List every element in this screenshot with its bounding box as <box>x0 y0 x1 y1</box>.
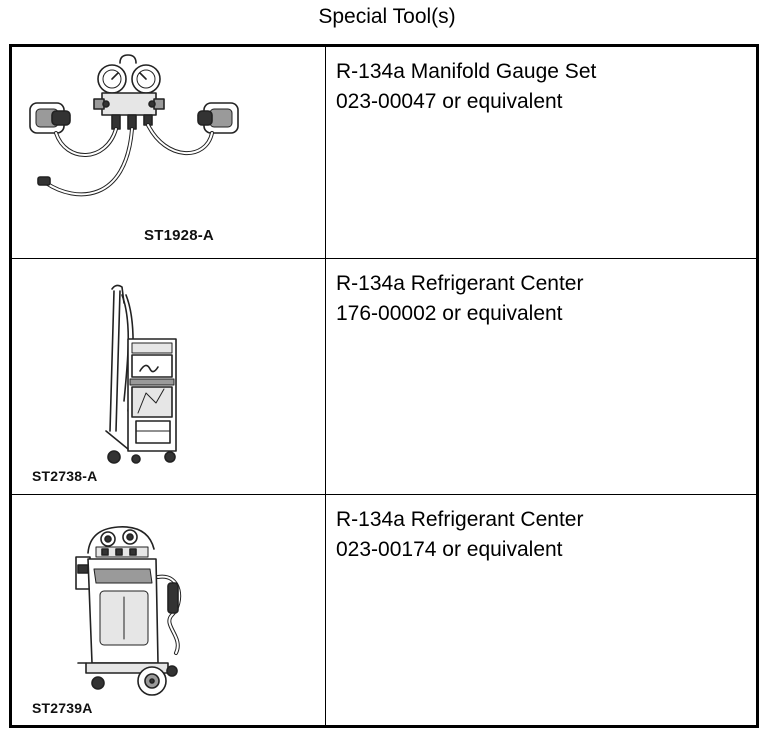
refrigerant-recovery-machine-icon <box>75 526 182 696</box>
refrigerant-center-cart-icon <box>105 284 177 464</box>
tool-part-number: 023-00047 or equivalent <box>336 90 563 113</box>
tool-description-cell: R-134a Refrigerant Center 023-00174 or e… <box>336 505 748 565</box>
tool-code-label: ST2738-A <box>32 468 98 484</box>
tool-part-number: 176-00002 or equivalent <box>336 302 563 325</box>
tool-name: R-134a Manifold Gauge Set <box>336 60 597 83</box>
tool-illustration-cell: ST2739A <box>12 495 326 728</box>
manifold-gauge-set-icon <box>29 54 239 197</box>
page-title: Special Tool(s) <box>318 5 456 28</box>
tool-part-number: 023-00174 or equivalent <box>336 538 563 561</box>
tool-illustration-cell: ST1928-A <box>12 47 326 258</box>
tool-name: R-134a Refrigerant Center <box>336 508 584 531</box>
tool-code-label: ST1928-A <box>144 227 214 244</box>
tool-code-label: ST2739A <box>32 700 93 716</box>
table-row: ST2739A R-134a Refrigerant Center 023-00… <box>12 495 756 728</box>
tool-description-cell: R-134a Refrigerant Center 176-00002 or e… <box>336 269 748 329</box>
special-tools-table: ST1928-A R-134a Manifold Gauge Set 023-0… <box>9 44 759 728</box>
tool-illustration-cell: ST2738-A <box>12 259 326 494</box>
tool-description-cell: R-134a Manifold Gauge Set 023-00047 or e… <box>336 57 748 117</box>
tool-name: R-134a Refrigerant Center <box>336 272 584 295</box>
table-row: ST2738-A R-134a Refrigerant Center 176-0… <box>12 259 756 495</box>
table-row: ST1928-A R-134a Manifold Gauge Set 023-0… <box>12 47 756 259</box>
